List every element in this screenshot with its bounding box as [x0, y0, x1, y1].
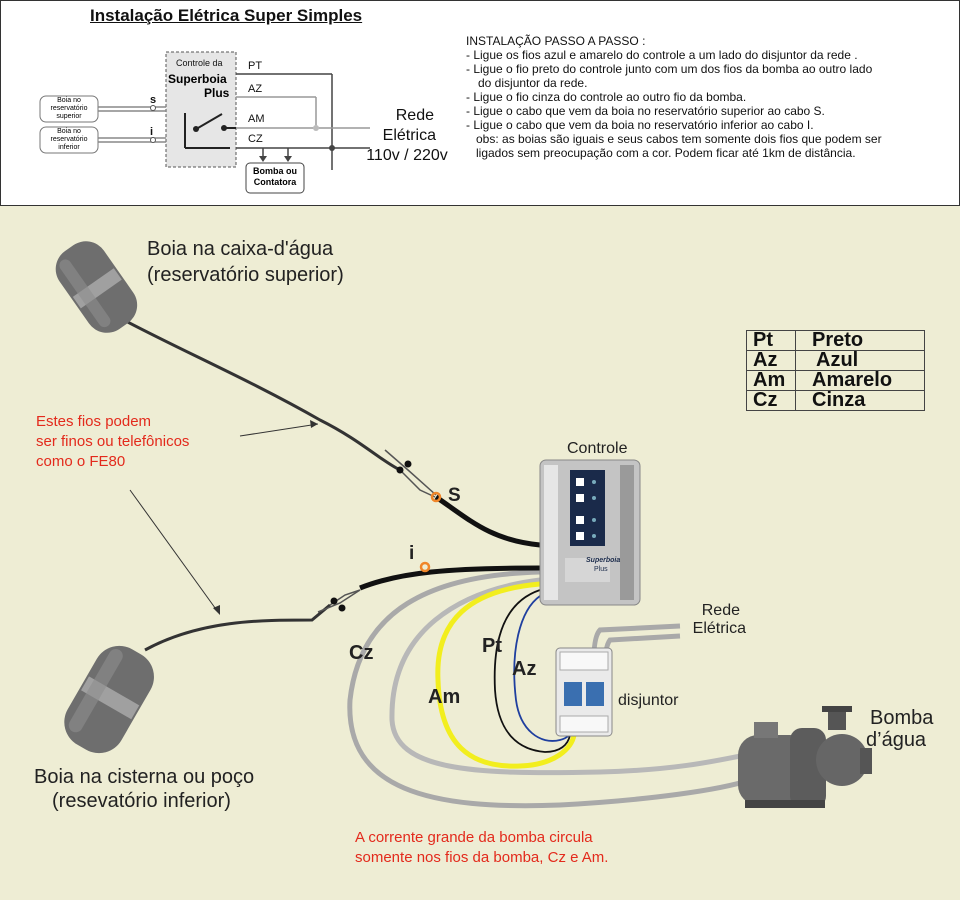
page-title: Instalação Elétrica Super Simples [90, 6, 363, 25]
step-2: - Ligue o fio preto do controle junto co… [466, 62, 873, 76]
lower-float-body [64, 645, 154, 754]
schematic-grid-label: Rede Elétrica 110v / 220v [366, 107, 448, 164]
upper-float-body [55, 241, 138, 333]
schematic-terminal-i: i [150, 126, 154, 138]
top-panel [0, 0, 960, 206]
cable-i-label: i [409, 543, 415, 564]
schematic-terminal-az: AZ [248, 83, 263, 95]
terminal-s [430, 491, 442, 503]
legend-name: Azul [795, 350, 925, 371]
wiring-schematic [39, 51, 370, 194]
controller-label: Controle [567, 440, 628, 457]
wire-pt [493, 589, 571, 753]
schematic-terminal-am: AM [248, 113, 265, 125]
device-brand: Superboia [586, 557, 621, 564]
grid-cable-2 [602, 633, 681, 701]
upper-float-cable [119, 316, 401, 472]
step-2-continued: do disjuntor da rede. [478, 76, 588, 90]
terminal-i [419, 561, 431, 573]
legend-code: Pt [746, 330, 796, 351]
note-thin-wires: Estes fios podem ser finos ou telefônico… [36, 413, 190, 470]
schematic-controller-box [165, 51, 237, 168]
cable-s-label: S [448, 485, 461, 506]
step-1: - Ligue os fios azul e amarelo do contro… [466, 48, 858, 62]
schematic-controller-name-2: Plus [204, 86, 230, 100]
arrow-to-upper-cable [239, 423, 319, 437]
pump-device [738, 706, 872, 808]
installation-illustration [55, 241, 872, 809]
schematic-terminal-s: s [150, 94, 157, 106]
wire-cz-label: Cz [349, 642, 374, 664]
note-pump-current: A corrente grande da bomba circula somen… [355, 829, 609, 866]
legend-code: Az [746, 350, 796, 371]
wire-am-label: Am [428, 686, 461, 708]
schematic-pump-box [245, 162, 305, 194]
step-4: - Ligue o cabo que vem da boia no reserv… [466, 104, 825, 118]
schematic-float-lower [39, 126, 99, 154]
grid-label: Rede Elétrica [692, 602, 746, 637]
legend-name: Amarelo [795, 370, 925, 391]
pump-label: Bomba d’água [866, 707, 934, 751]
schematic-controller-name-1: Superboia [168, 72, 227, 86]
step-obs: obs: as boias são iguais e seus cabos te… [476, 132, 882, 146]
lower-float-label-2: (resevatório inferior) [52, 790, 231, 812]
step-obs-continued: ligados sem preocupação com a cor. Podem… [476, 146, 856, 160]
wire-cz [347, 569, 751, 809]
legend-code: Am [746, 370, 796, 391]
wire-am [435, 581, 577, 769]
legend-code: Cz [746, 390, 796, 411]
wire-az-label: Az [512, 658, 537, 680]
controller-device [539, 459, 641, 606]
step-5: - Ligue o cabo que vem da boia no reserv… [466, 118, 814, 132]
schematic-terminal-cz: CZ [248, 133, 263, 145]
lower-float-label-1: Boia na cisterna ou poço [34, 766, 255, 788]
step-3: - Ligue o fio cinza do controle ao outro… [466, 90, 747, 104]
schematic-float-upper [39, 95, 99, 123]
lower-float-cable [144, 603, 331, 652]
wire-pump-2 [389, 577, 761, 776]
upper-float-label-2: (reservatório superior) [147, 264, 344, 286]
wire-pt-label: Pt [482, 635, 502, 657]
legend-name: Cinza [795, 390, 925, 411]
cable-i [359, 565, 541, 591]
breaker-device [555, 647, 613, 737]
upper-float-label-1: Boia na caixa-d'água [147, 238, 334, 260]
schematic-controller-caption: Controle da [176, 58, 223, 68]
device-model: Plus [594, 566, 608, 573]
schematic-terminal-pt: PT [248, 60, 263, 72]
arrow-to-lower-cable [129, 489, 219, 613]
cable-s [434, 494, 541, 548]
breaker-label: disjuntor [618, 692, 679, 709]
schematic-switch-blade [197, 113, 223, 129]
steps-title: INSTALAÇÃO PASSO A PASSO : [466, 34, 646, 48]
legend-name: Preto [795, 330, 925, 351]
